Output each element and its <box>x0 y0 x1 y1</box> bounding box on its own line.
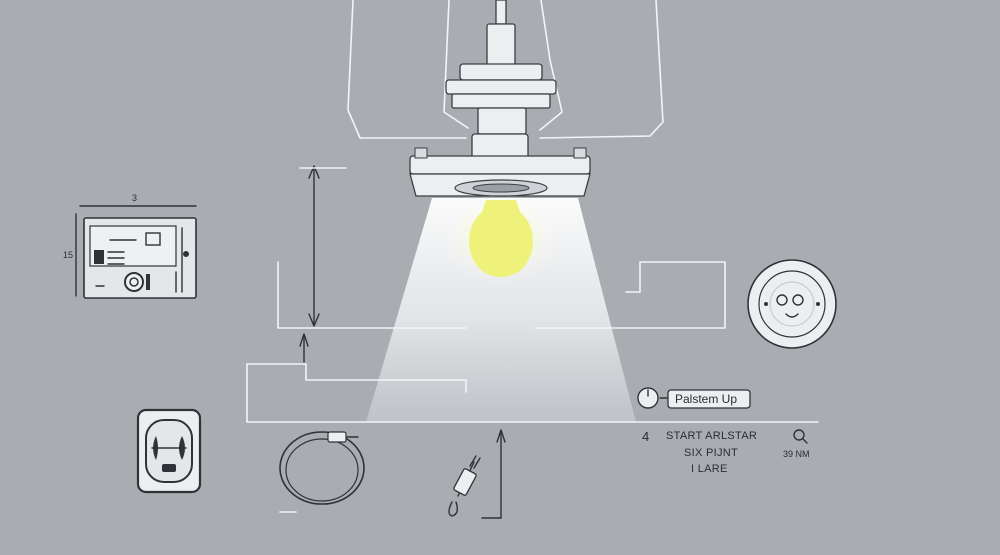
magnifier-icon <box>793 429 808 444</box>
arrows <box>299 333 506 519</box>
callout-box <box>667 389 751 409</box>
caption-number: 4 <box>642 429 650 444</box>
knob-icon <box>637 387 669 409</box>
callout-label: Palstem Up <box>675 392 738 406</box>
guide-lines <box>246 261 819 513</box>
height-dimension <box>299 165 347 327</box>
outlet-icon <box>136 408 202 494</box>
side-value: 39 NM <box>783 449 810 459</box>
panel-dim-left: 15 <box>63 250 74 260</box>
speaker-dial-icon <box>747 259 837 349</box>
caption-line-3: I LARE <box>691 463 728 475</box>
caption-line-2: SIX PIJNT <box>684 447 739 459</box>
cable-coil-icon <box>279 431 365 505</box>
light-beam <box>366 198 636 422</box>
light-bulb-icon <box>469 200 533 277</box>
panel-dim-top: 3 <box>132 193 138 203</box>
pendant-lamp-icon <box>409 0 591 197</box>
plug-icon <box>448 455 481 517</box>
caption-line-1: START ARLSTAR <box>666 430 758 442</box>
control-panel-icon <box>75 205 197 299</box>
suspension-wires <box>347 0 664 139</box>
